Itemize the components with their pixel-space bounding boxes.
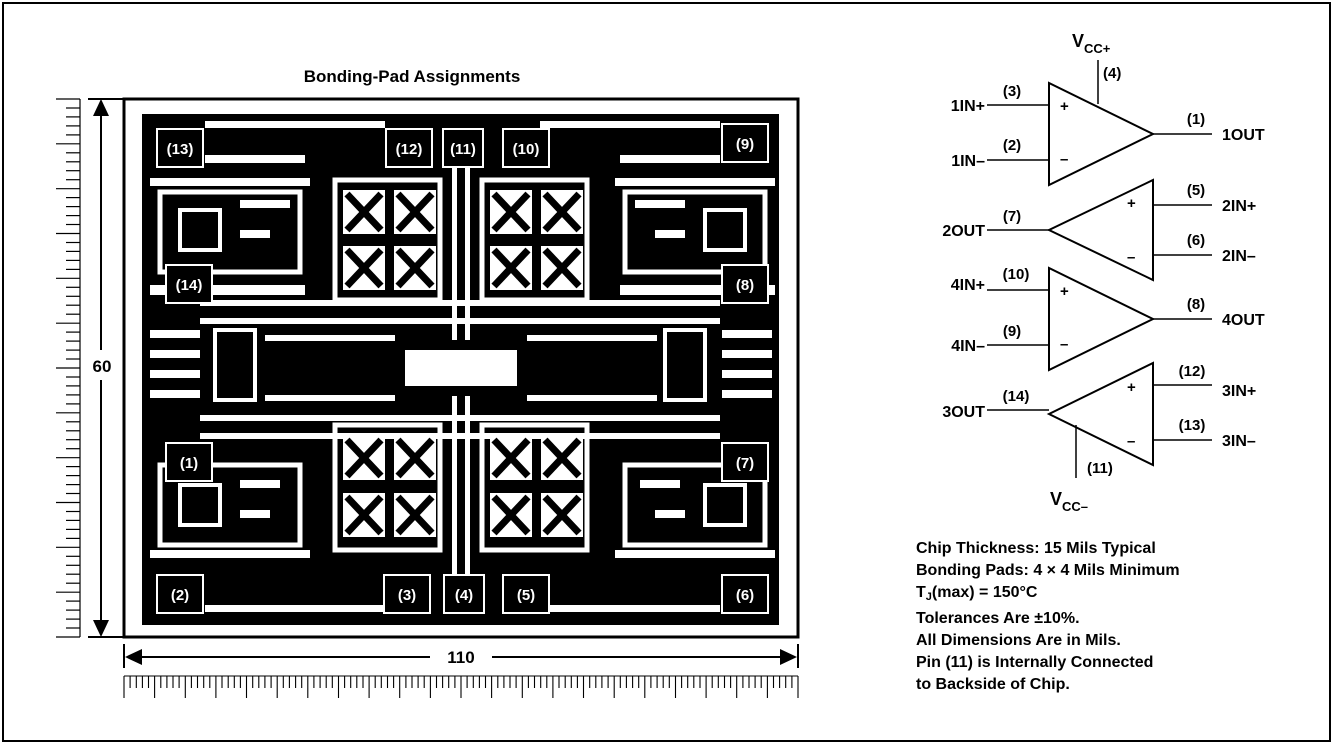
- amp-1-plus-sign: +: [1060, 98, 1069, 115]
- vcc-minus-label: VCC–: [1050, 489, 1088, 514]
- transistor-cell: [490, 493, 532, 537]
- amp-4-triangle: [1048, 266, 1156, 372]
- amp-4: + – 4IN+ (10) 4IN– (9) 4OUT (8): [951, 266, 1265, 372]
- amp-4-in-minus-pin: (9): [1003, 323, 1021, 340]
- pad-11-label: (11): [450, 141, 476, 158]
- pad-6-label: (6): [736, 587, 754, 604]
- transistor-cell: [394, 190, 436, 234]
- transistor-cell: [490, 246, 532, 290]
- width-dimension: 110: [447, 648, 474, 667]
- amp-2-in-plus-pin: (5): [1187, 182, 1205, 199]
- pad-10-label: (10): [513, 141, 540, 158]
- amp-1-minus-sign: –: [1060, 151, 1068, 168]
- amp-3-minus-sign: –: [1127, 433, 1135, 450]
- amp-4-out-label: 4OUT: [1222, 312, 1265, 329]
- dimension-arrow-up: [93, 99, 109, 116]
- amp-2-in-minus-pin: (6): [1187, 232, 1205, 249]
- pad-9-label: (9): [736, 136, 754, 153]
- pad-14-label: (14): [176, 277, 203, 294]
- note-dimensions: All Dimensions Are in Mils.: [916, 632, 1121, 649]
- transistor-cell: [490, 436, 532, 480]
- vcc-minus-supply: (11) VCC–: [1050, 425, 1113, 514]
- amp-3-out-pin: (14): [1003, 388, 1030, 405]
- pad-2-label: (2): [171, 587, 189, 604]
- transistor-cell: [343, 436, 385, 480]
- transistor-cell: [541, 246, 583, 290]
- amp-1: + – 1IN+ (3) 1IN– (2) 1OUT (1): [951, 81, 1265, 187]
- note-tj: TJ(max) = 150°C: [916, 584, 1038, 603]
- amp-3: + – 3OUT (14) 3IN+ (12) 3IN– (13): [942, 361, 1256, 467]
- dimension-arrow-right: [780, 649, 797, 665]
- amp-1-in-plus-pin: (3): [1003, 83, 1021, 100]
- amp-3-out-label: 3OUT: [942, 404, 985, 421]
- amp-3-in-minus-pin: (13): [1179, 417, 1206, 434]
- amp-2: + – 2OUT (7) 2IN+ (5) 2IN– (6): [942, 178, 1256, 282]
- pad-13-label: (13): [167, 141, 194, 158]
- amp-3-in-plus-pin: (12): [1179, 363, 1206, 380]
- transistor-cell: [541, 190, 583, 234]
- amp-3-in-plus-label: 3IN+: [1222, 383, 1256, 400]
- amp-2-in-minus-label: 2IN–: [1222, 248, 1256, 265]
- chip-notes: Chip Thickness: 15 Mils Typical Bonding …: [916, 538, 1180, 696]
- note-backside: to Backside of Chip.: [916, 676, 1070, 693]
- transistor-cell: [541, 436, 583, 480]
- amp-1-in-minus-pin: (2): [1003, 137, 1021, 154]
- pad-7-label: (7): [736, 455, 754, 472]
- amp-1-triangle: [1048, 81, 1156, 187]
- pad-5-label: (5): [517, 587, 535, 604]
- transistor-cell: [394, 436, 436, 480]
- amp-2-triangle: [1046, 178, 1154, 282]
- dimension-arrow-down: [93, 620, 109, 637]
- amp-4-in-plus-pin: (10): [1003, 266, 1030, 283]
- amp-2-out-pin: (7): [1003, 208, 1021, 225]
- transistor-cell: [343, 246, 385, 290]
- height-dimension: 60: [93, 357, 112, 376]
- amp-1-out-label: 1OUT: [1222, 127, 1265, 144]
- transistor-cell: [541, 493, 583, 537]
- transistor-cell: [394, 493, 436, 537]
- amp-4-minus-sign: –: [1060, 336, 1068, 353]
- amp-1-in-plus-label: 1IN+: [951, 98, 985, 115]
- amp-4-out-pin: (8): [1187, 296, 1205, 313]
- transistor-cell: [394, 246, 436, 290]
- transistor-cell: [490, 190, 532, 234]
- die-circuitry: [150, 121, 775, 612]
- pad-3-label: (3): [398, 587, 416, 604]
- bonding-pads: (13) (12) (11) (10) (9) (14) (8) (1) (7)…: [156, 123, 769, 614]
- amp-1-out-pin: (1): [1187, 111, 1205, 128]
- note-pin11: Pin (11) is Internally Connected: [916, 654, 1154, 671]
- note-pads: Bonding Pads: 4 × 4 Mils Minimum: [916, 562, 1180, 579]
- vertical-ruler: [56, 98, 81, 638]
- pad-8-label: (8): [736, 277, 754, 294]
- pad-4-label: (4): [455, 587, 473, 604]
- vcc-plus-label: VCC+: [1072, 31, 1111, 56]
- pad-1-label: (1): [180, 455, 198, 472]
- amp-1-in-minus-label: 1IN–: [951, 153, 985, 170]
- note-thickness: Chip Thickness: 15 Mils Typical: [916, 540, 1156, 557]
- amp-3-triangle: [1046, 361, 1154, 467]
- dimension-arrow-left: [125, 649, 142, 665]
- vcc-minus-pin: (11): [1087, 460, 1113, 477]
- amp-4-in-plus-label: 4IN+: [951, 277, 985, 294]
- amp-4-in-minus-label: 4IN–: [951, 338, 985, 355]
- amp-3-plus-sign: +: [1127, 379, 1136, 396]
- amp-2-minus-sign: –: [1127, 249, 1135, 266]
- amp-2-plus-sign: +: [1127, 195, 1136, 212]
- amp-3-in-minus-label: 3IN–: [1222, 433, 1256, 450]
- amp-4-plus-sign: +: [1060, 283, 1069, 300]
- horizontal-ruler: [123, 675, 799, 698]
- transistor-cell: [343, 190, 385, 234]
- die-title: Bonding-Pad Assignments: [304, 67, 521, 86]
- transistor-cells: [343, 190, 583, 537]
- amp-2-out-label: 2OUT: [942, 223, 985, 240]
- note-tolerances: Tolerances Are ±10%.: [916, 610, 1080, 627]
- pad-12-label: (12): [396, 141, 423, 158]
- amp-2-in-plus-label: 2IN+: [1222, 198, 1256, 215]
- vcc-plus-supply: VCC+ (4): [1072, 31, 1121, 104]
- transistor-cell: [343, 493, 385, 537]
- vcc-plus-pin: (4): [1103, 65, 1121, 82]
